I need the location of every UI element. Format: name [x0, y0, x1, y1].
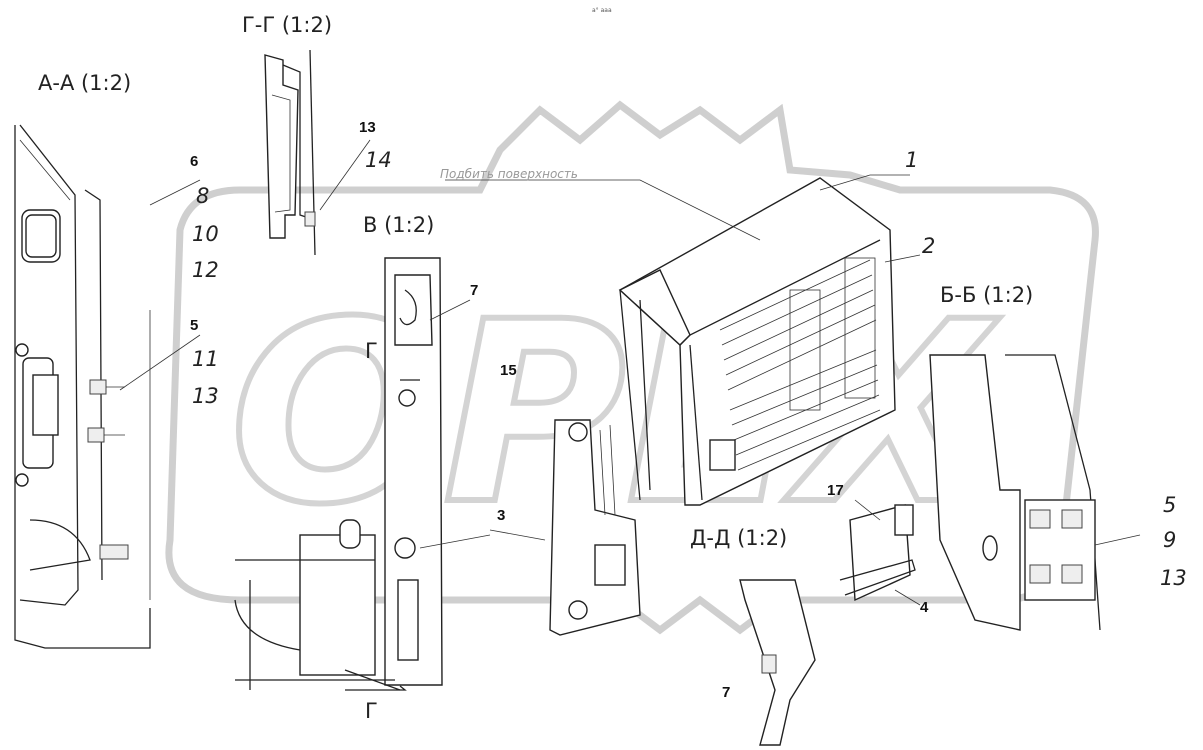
part-number-14: 14	[365, 148, 392, 172]
section-label-v: В (1:2)	[363, 213, 434, 237]
part-number-10: 10	[192, 222, 219, 246]
part-number-12: 12	[192, 258, 219, 282]
part-number-15: 15	[500, 362, 517, 379]
section-label-aa: А-А (1:2)	[38, 71, 131, 95]
part-number-1: 1	[905, 148, 918, 172]
view-bb	[929, 354, 1101, 631]
header-mark: а° ааа	[592, 7, 612, 14]
part-number-4: 4	[920, 599, 929, 616]
leader-lines	[119, 139, 1141, 606]
surface-note: Подбить поверхность	[440, 167, 578, 181]
view-gg	[264, 49, 316, 256]
part-number-7-v: 7	[470, 282, 478, 299]
part-number-13-aa: 13	[192, 384, 219, 408]
part-number-5-bb: 5	[1163, 493, 1176, 517]
section-label-dd: Д-Д (1:2)	[690, 526, 787, 550]
part-number-7-dd: 7	[722, 684, 730, 701]
part-number-2: 2	[922, 234, 935, 258]
grille-slats	[719, 257, 881, 471]
grille-assembly	[618, 177, 896, 506]
part-number-5-aa: 5	[190, 317, 198, 334]
part-17-4-bracket	[839, 504, 916, 602]
part-3-bracket	[549, 419, 641, 636]
part-number-3: 3	[497, 507, 505, 524]
section-label-gg: Г-Г (1:2)	[242, 13, 332, 37]
view-aa	[14, 124, 151, 649]
part-number-9: 9	[1163, 528, 1176, 552]
section-label-bb: Б-Б (1:2)	[940, 283, 1033, 307]
part-number-11: 11	[192, 347, 219, 371]
part-number-8: 8	[196, 184, 209, 208]
part-number-6: 6	[190, 153, 198, 170]
view-v	[234, 257, 443, 691]
view-dd	[739, 579, 816, 746]
view-letter-g-top: Г	[365, 339, 378, 363]
part-number-13-top: 13	[359, 119, 376, 136]
view-letter-g-bottom: Г	[365, 699, 378, 723]
part-number-17: 17	[827, 482, 844, 499]
part-number-13-bb: 13	[1160, 566, 1187, 590]
